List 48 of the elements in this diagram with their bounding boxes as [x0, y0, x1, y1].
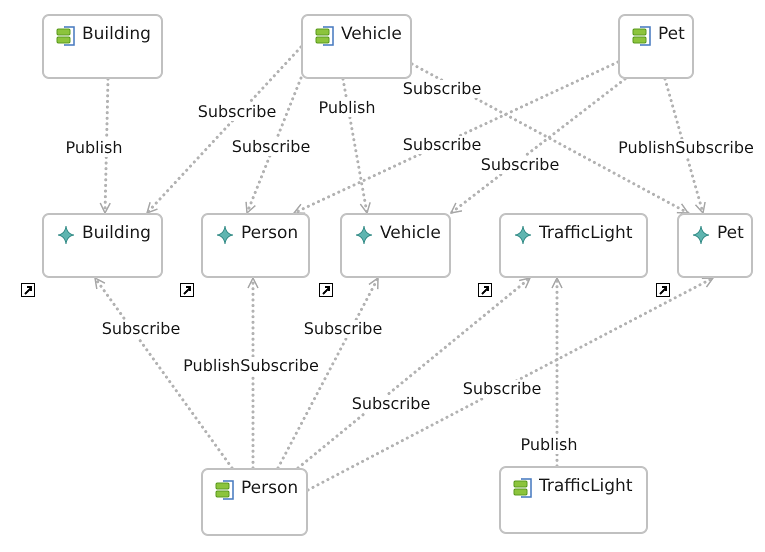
dotted-arrow — [146, 46, 302, 214]
dotted-arrow — [664, 78, 706, 214]
edge-label: Publish — [64, 139, 124, 157]
node-title: Pet — [717, 223, 744, 243]
node-title: Building — [82, 24, 151, 44]
dotted-arrow — [450, 78, 626, 214]
dotted-arrow — [306, 276, 714, 492]
topic-box — [340, 213, 451, 278]
topic-box — [201, 213, 310, 278]
node-title: Pet — [658, 24, 685, 44]
node-title: TrafficLight — [539, 223, 632, 243]
component-box — [42, 14, 163, 79]
edge-label: Publish — [519, 436, 579, 454]
dotted-arrow — [551, 276, 563, 468]
component-box — [201, 468, 308, 536]
dotted-arrow — [247, 276, 259, 470]
node-title: Building — [82, 223, 151, 243]
component-box — [499, 466, 648, 534]
edge-label: Subscribe — [402, 136, 482, 154]
node-title: Person — [241, 223, 298, 243]
node-title: TrafficLight — [539, 476, 632, 496]
node-title: Vehicle — [380, 223, 441, 243]
component-box — [301, 14, 412, 79]
edge-label: Publish — [317, 99, 377, 117]
edge-label: Subscribe — [302, 320, 384, 338]
dotted-arrow — [410, 62, 690, 214]
dotted-arrow — [292, 60, 620, 214]
edge-label: Subscribe — [480, 156, 560, 174]
dotted-arrow — [276, 276, 380, 470]
dotted-arrow — [94, 276, 234, 470]
topic-box — [677, 213, 753, 278]
edge-label: Subscribe — [100, 320, 182, 338]
edge-label: Subscribe — [230, 138, 312, 156]
edge-label: Subscribe — [196, 103, 278, 121]
edge-label: PublishSubscribe — [617, 139, 755, 157]
edge-label: Subscribe — [462, 380, 542, 398]
node-title: Person — [241, 478, 298, 498]
dotted-arrow — [99, 78, 111, 214]
node-title: Vehicle — [341, 24, 402, 44]
edge-label: Subscribe — [402, 80, 482, 98]
dotted-arrow — [296, 276, 532, 470]
topic-box — [42, 213, 163, 278]
edge-label: PublishSubscribe — [182, 357, 320, 375]
topic-box — [499, 213, 648, 278]
dotted-arrow — [342, 78, 371, 214]
edge-label: Subscribe — [350, 395, 432, 413]
component-box — [618, 14, 694, 79]
dotted-arrow — [245, 76, 302, 214]
